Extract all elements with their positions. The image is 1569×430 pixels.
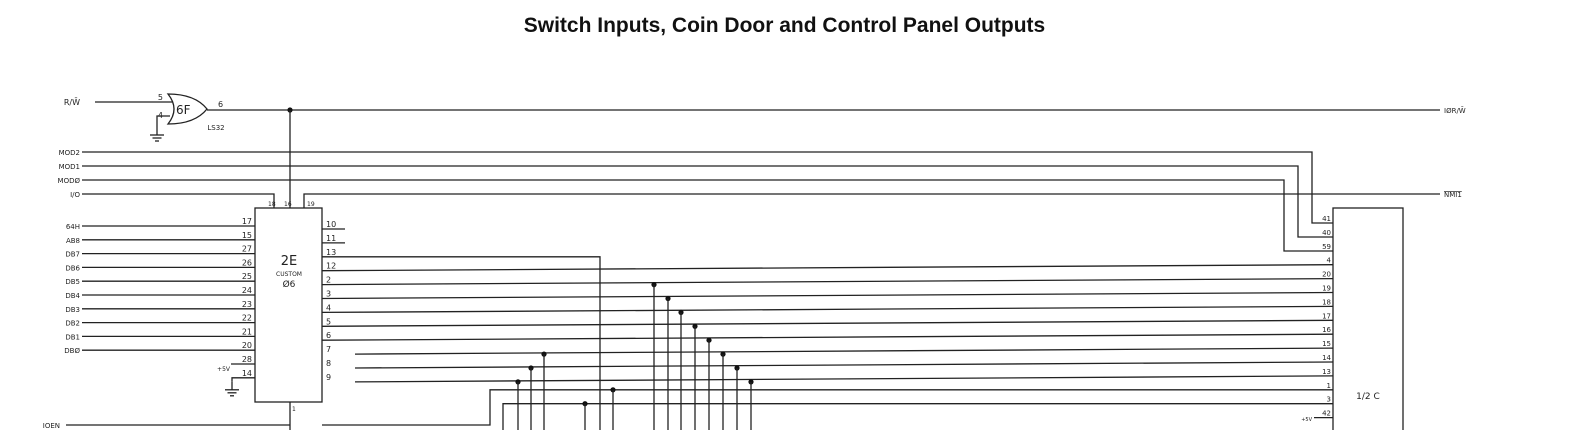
chip-2c-pin: 41 bbox=[1322, 215, 1331, 223]
chip-left-pin: 20 bbox=[242, 341, 252, 350]
wire bbox=[321, 277, 1334, 286]
wire bbox=[322, 256, 601, 430]
wire bbox=[321, 291, 1334, 300]
chip-right-pin: 2 bbox=[326, 276, 331, 285]
wire bbox=[354, 361, 1334, 369]
chip-2c-pin: 17 bbox=[1322, 312, 1331, 320]
signal-label-input: DBØ bbox=[64, 347, 80, 355]
chip-right-pin: 11 bbox=[326, 234, 336, 243]
chip-2c-pin: 59 bbox=[1322, 243, 1331, 251]
chip-2c-pin: 4 bbox=[1327, 257, 1332, 265]
chip-right-pin: 6 bbox=[326, 331, 331, 340]
chip-right-pin: 4 bbox=[326, 303, 331, 312]
chip-2c-pin: 18 bbox=[1322, 298, 1331, 306]
chip-2c-pin: 19 bbox=[1322, 285, 1331, 293]
signal-label-io: I/O bbox=[70, 191, 80, 199]
supply-label: +5V bbox=[1301, 417, 1312, 423]
chip-right-pin: 10 bbox=[326, 220, 336, 229]
signal-label-mod2: MOD2 bbox=[59, 149, 80, 157]
chip-right-pin: 9 bbox=[326, 373, 331, 382]
wire bbox=[82, 151, 1333, 224]
chip-right-pin: 12 bbox=[326, 262, 336, 271]
chip-left-pin: 24 bbox=[242, 286, 252, 295]
diagram-title: Switch Inputs, Coin Door and Control Pan… bbox=[523, 14, 1046, 37]
wire bbox=[82, 193, 275, 208]
wire bbox=[303, 193, 1440, 208]
or-gate-6f bbox=[166, 93, 208, 125]
wire bbox=[321, 305, 1334, 314]
gate-pin: 6 bbox=[218, 100, 223, 109]
wire bbox=[82, 179, 1333, 252]
chip-left-pin: 22 bbox=[242, 314, 252, 323]
wire bbox=[82, 165, 1333, 238]
chip-sub: Ø6 bbox=[283, 279, 296, 290]
signal-label-iorw: IØR/W̄ bbox=[1444, 106, 1466, 115]
chip-right-pin: 3 bbox=[326, 290, 331, 299]
chip-2c-pin: 1 bbox=[1327, 382, 1331, 390]
chip-left-pin: 28 bbox=[242, 355, 252, 364]
signal-label-input: DB4 bbox=[65, 292, 80, 300]
signal-label-input: DB7 bbox=[65, 251, 80, 259]
wire bbox=[321, 333, 1334, 341]
chip-1-2c bbox=[1332, 207, 1404, 430]
chip-right-pin: 13 bbox=[326, 248, 336, 257]
wire bbox=[502, 403, 1333, 430]
chip-top-pin: 16 bbox=[284, 201, 292, 208]
chip-2c-pin: 40 bbox=[1322, 229, 1331, 237]
chip-top-pin: 18 bbox=[268, 201, 276, 208]
signal-label-input: DB2 bbox=[65, 320, 80, 328]
wire bbox=[156, 115, 170, 127]
chip-left-pin: 23 bbox=[242, 300, 252, 309]
signal-label-input: AB8 bbox=[66, 237, 80, 245]
chip-left-pin: 17 bbox=[242, 217, 252, 226]
chip-2e bbox=[254, 207, 323, 403]
signal-label-input: DB6 bbox=[65, 264, 80, 272]
chip-2c-pin: 13 bbox=[1322, 368, 1331, 376]
chip-2c-pin: 14 bbox=[1322, 354, 1331, 362]
chip-left-pin: 25 bbox=[242, 272, 252, 281]
chip-top-pin: 19 bbox=[307, 201, 315, 208]
wire bbox=[354, 375, 1334, 383]
signal-label-input: DB1 bbox=[65, 333, 80, 341]
signal-label-rw: R/W̄ bbox=[64, 97, 80, 107]
chip-left-pin: 26 bbox=[242, 258, 252, 267]
chip-left-pin: 15 bbox=[242, 231, 252, 240]
wire bbox=[322, 389, 1333, 426]
signal-label-ioen: IOEN bbox=[43, 422, 60, 430]
gate-name: 6F bbox=[176, 103, 191, 117]
supply-label: +5V bbox=[217, 366, 231, 373]
wire bbox=[321, 264, 1334, 272]
wire bbox=[354, 347, 1334, 355]
chip-sub: CUSTOM bbox=[276, 271, 302, 278]
chip-left-pin: 27 bbox=[242, 245, 252, 254]
signal-label-input: DB5 bbox=[65, 278, 80, 286]
wire bbox=[231, 377, 255, 382]
chip-2c-pin: 42 bbox=[1322, 410, 1331, 418]
chip-name: 2E bbox=[281, 254, 298, 269]
chip-right-pin: 5 bbox=[326, 317, 331, 326]
signal-label-nmi: NMI1 bbox=[1444, 191, 1462, 199]
wire bbox=[321, 319, 1334, 327]
chip-right-pin: 7 bbox=[326, 345, 331, 354]
gate-pin: 5 bbox=[158, 93, 163, 102]
chip-left-pin: 21 bbox=[242, 327, 252, 336]
signal-label-input: 64H bbox=[66, 223, 80, 231]
chip-bottom-pin: 1 bbox=[292, 406, 296, 413]
chip-2c-pin: 20 bbox=[1322, 271, 1331, 279]
chip-2c-pin: 15 bbox=[1322, 340, 1331, 348]
signal-label-input: DB3 bbox=[65, 306, 80, 314]
chip-right-pin: 8 bbox=[326, 359, 331, 368]
gate-part: LS32 bbox=[207, 124, 224, 132]
signal-label-mod1: MOD1 bbox=[59, 163, 80, 171]
chip-name: 1/2 C bbox=[1356, 392, 1380, 402]
signal-label-mod0: MODØ bbox=[58, 177, 81, 185]
chip-2c-pin: 16 bbox=[1322, 326, 1331, 334]
chip-left-pin: 14 bbox=[242, 369, 252, 378]
chip-2c-pin: 3 bbox=[1327, 396, 1331, 404]
